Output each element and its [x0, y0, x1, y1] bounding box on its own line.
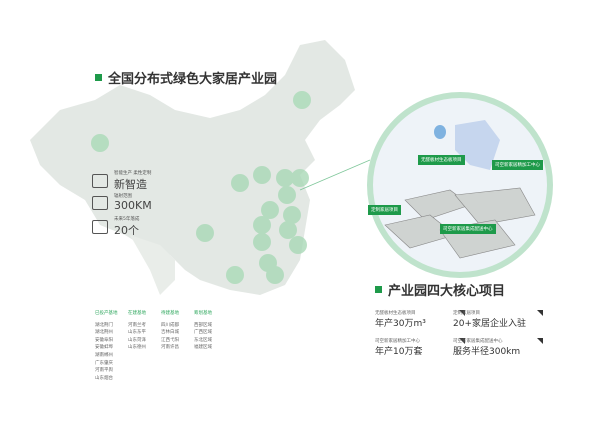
base-item: 山东烟台 [95, 375, 113, 381]
map-pin-icon [92, 195, 108, 210]
base-column: 在建基地河南兰考山东东平山东菏泽山东德州 [128, 310, 148, 382]
base-item: 广东肇庆 [95, 360, 113, 366]
base-location-dot [91, 134, 109, 152]
base-location-dot [196, 224, 214, 242]
corner-arrow-icon [537, 338, 543, 344]
connector-line [299, 159, 371, 191]
base-location-dot [266, 266, 284, 284]
base-location-dot [276, 169, 294, 187]
base-column: 已投产基地湖北荆门湖北荆州安徽阜阳安徽蚌埠湖南郴州广东肇庆河南平舆山东烟台 [95, 310, 118, 382]
base-location-dot [261, 201, 279, 219]
base-location-dot [226, 266, 244, 284]
base-item: 福建区域 [194, 345, 212, 351]
corner-arrow-icon [459, 310, 465, 316]
core-title: 产业园四大核心项目 [375, 280, 505, 299]
base-location-dot [253, 233, 271, 251]
factory-screen-icon [92, 174, 108, 188]
base-item: 山东东平 [128, 330, 146, 336]
base-item: 安徽蚌埠 [95, 345, 113, 351]
project-card: 司空新家居精加工中心年产10万套 [375, 338, 465, 357]
park-label: 无醛板材生态板项目 [418, 155, 465, 165]
base-item: 江西弋阳 [161, 337, 179, 343]
base-item: 吉林白城 [161, 330, 179, 336]
base-location-dot [253, 216, 271, 234]
base-header: 待建基地 [161, 311, 179, 316]
base-location-dot [293, 91, 311, 109]
base-item: 河南平舆 [95, 368, 113, 374]
stat-smart-manufacturing: 智能生产 柔性定制新智造 [92, 170, 151, 192]
base-column: 筹划基地西部区域广西区域东北区域福建区域 [194, 310, 214, 382]
base-item: 湖南郴州 [95, 352, 113, 358]
base-header: 已投产基地 [95, 311, 118, 316]
base-item: 广西区域 [194, 330, 212, 336]
corner-arrow-icon [459, 338, 465, 344]
base-item: 河南许昌 [161, 345, 179, 351]
base-item: 河南兰考 [128, 322, 146, 328]
park-label: 司空新家居精加工中心 [492, 160, 543, 170]
base-location-dot [278, 186, 296, 204]
base-header: 筹划基地 [194, 311, 212, 316]
building-icon [92, 220, 108, 234]
project-card: 司空新家居集成配送中心服务半径300km [453, 338, 543, 357]
base-item: 东北区域 [194, 337, 212, 343]
base-location-dot [253, 166, 271, 184]
bases-list: 已投产基地湖北荆门湖北荆州安徽阜阳安徽蚌埠湖南郴州广东肇庆河南平舆山东烟台在建基… [95, 310, 214, 382]
base-column: 待建基地四川成都吉林白城江西弋阳河南许昌 [161, 310, 181, 382]
base-location-dot [231, 174, 249, 192]
map-shape [30, 40, 355, 295]
main-title: 全国分布式绿色大家居产业园 [95, 68, 277, 87]
base-item: 四川成都 [161, 322, 179, 328]
base-location-dot [283, 206, 301, 224]
corner-arrow-icon [537, 310, 543, 316]
base-location-dot [289, 236, 307, 254]
base-item: 山东德州 [128, 345, 146, 351]
park-label: 定制家居项目 [368, 205, 401, 215]
project-card: 无醛板材生态板项目年产30万m³ [375, 310, 465, 329]
base-location-dot [279, 221, 297, 239]
base-item: 西部区域 [194, 322, 212, 328]
base-location-dot [291, 169, 309, 187]
base-item: 湖北荆州 [95, 330, 113, 336]
base-item: 安徽阜阳 [95, 337, 113, 343]
base-item: 湖北荆门 [95, 322, 113, 328]
base-item: 山东菏泽 [128, 337, 146, 343]
base-header: 在建基地 [128, 311, 146, 316]
park-label: 司空新家居集成配送中心 [440, 224, 496, 234]
